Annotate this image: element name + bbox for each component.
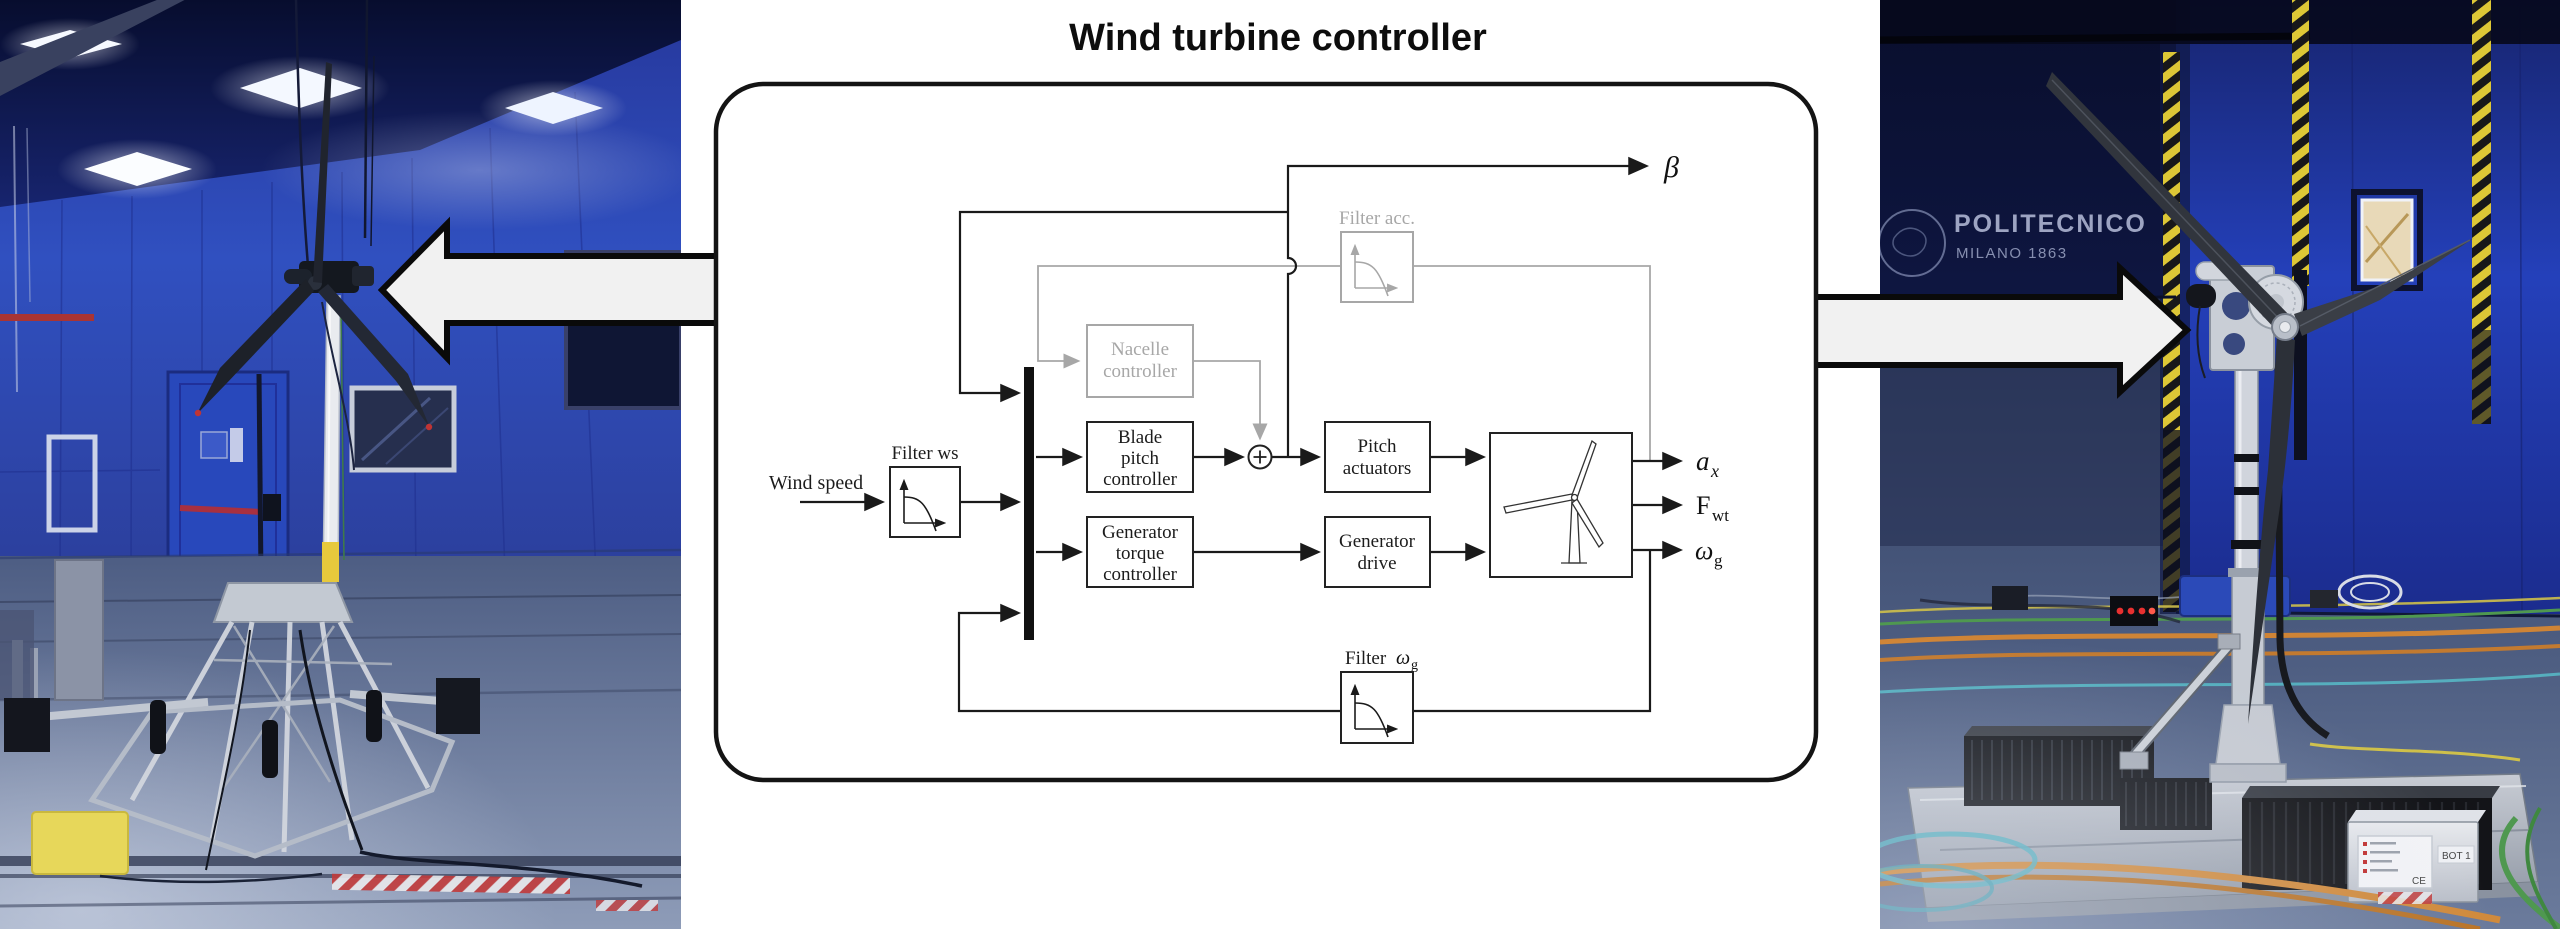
ax-label-base: a <box>1696 446 1710 476</box>
gen-drive-line1: Generator <box>1339 531 1416 552</box>
model-turbine-blades <box>194 62 433 431</box>
block-filter-ws: Filter ws <box>889 443 961 538</box>
filter-wg-sub: g <box>1411 658 1418 673</box>
lowpass-filter-icon <box>1350 243 1399 297</box>
top-beam-edge <box>1880 32 2311 44</box>
logo-text-politecnico: POLITECNICO <box>1954 210 2147 238</box>
filter-acc-label: Filter acc. <box>1339 208 1415 229</box>
sum-junction-icon <box>1247 444 1273 470</box>
acc-to-nacelle-line <box>1037 265 1341 369</box>
block-generator-drive: Generator drive <box>1324 516 1431 588</box>
block-pitch-actuators: Pitch actuators <box>1324 421 1431 493</box>
filter-wg-word: Filter <box>1345 648 1387 669</box>
photo-right-turbine-on-motion-base: POLITECNICO MILANO 1863 <box>1880 0 2560 929</box>
block-filter-acc: Filter acc. <box>1339 208 1415 303</box>
figure-title: Wind turbine controller <box>1069 17 1487 59</box>
blade-tip-marker <box>194 409 202 417</box>
hazard-tape-strip <box>596 900 658 911</box>
blade-pitch-line2: pitch <box>1121 448 1159 469</box>
wg-label-sub: g <box>1714 551 1723 570</box>
floor-haze <box>1880 560 2560 929</box>
flow-arrow-left-icon <box>377 216 720 366</box>
tower-yellow-band <box>322 542 339 582</box>
pitch-command-to-beta-line <box>1286 156 1650 457</box>
photo-left-wind-tunnel-turbine <box>0 0 681 929</box>
wg-feedback-line-b <box>957 603 1341 713</box>
lowpass-filter-icon <box>1350 683 1399 738</box>
inactive-nacelle-loop <box>1037 265 1651 461</box>
fwt-label-base: F <box>1696 491 1710 520</box>
gen-drive-line2: drive <box>1357 553 1396 574</box>
lowpass-filter-icon <box>899 478 947 532</box>
hazard-pole <box>2472 0 2491 424</box>
wind-speed-label: Wind speed <box>769 472 863 494</box>
nacelle-label-line2: controller <box>1103 361 1178 382</box>
fwt-label-sub: wt <box>1712 506 1729 525</box>
yellow-foam-pad <box>31 811 129 875</box>
blade-pitch-line1: Blade <box>1118 427 1162 448</box>
blade-tip-marker <box>425 423 433 431</box>
block-nacelle-controller: Nacelle controller <box>1086 324 1194 398</box>
wall-floor-junction <box>0 548 681 560</box>
red-pipe <box>0 314 94 321</box>
wg-label-base: ω <box>1695 536 1713 565</box>
hazard-tape-strip <box>332 873 570 894</box>
block-generator-torque-controller: Generator torque controller <box>1086 516 1194 588</box>
signal-wiring <box>800 156 1684 713</box>
wall-frame <box>46 434 98 533</box>
pitch-act-line1: Pitch <box>1357 436 1397 457</box>
measurement-bus-bar <box>1024 367 1034 640</box>
gen-torque-line1: Generator <box>1102 522 1179 543</box>
flow-arrow-right-icon <box>1812 261 2192 399</box>
logo-text-milano: MILANO 1863 <box>1956 245 2068 262</box>
ax-label-sub: x <box>1710 461 1719 481</box>
blade-pitch-line3: controller <box>1103 469 1178 490</box>
block-wind-turbine-plant <box>1489 432 1633 578</box>
nacelle-to-sum-line <box>1193 360 1268 441</box>
gen-torque-line3: controller <box>1103 564 1178 585</box>
beta-feedback-to-bus-line <box>958 210 1288 403</box>
hexapod-test-rig <box>4 582 480 871</box>
beta-label: β <box>1663 151 1679 184</box>
floor-cables <box>99 850 643 888</box>
block-blade-pitch-controller: Blade pitch controller <box>1086 421 1194 493</box>
politecnico-logo: POLITECNICO MILANO 1863 <box>1880 209 2147 277</box>
pitch-act-line2: actuators <box>1343 458 1412 479</box>
nacelle-label-line1: Nacelle <box>1111 339 1169 360</box>
filter-wg-symbol: ω <box>1396 647 1410 669</box>
block-filter-wg: Filter ω g <box>1340 647 1418 744</box>
acc-tap-line <box>1413 265 1651 461</box>
wind-turbine-icon <box>1503 439 1604 564</box>
filter-ws-label: Filter ws <box>891 443 958 464</box>
gen-torque-line2: torque <box>1116 543 1165 564</box>
hanging-cables <box>13 0 375 393</box>
output-labels: β a x F wt ω g <box>1663 151 1729 570</box>
wg-feedback-line-a <box>1413 550 1652 713</box>
ceiling-beam <box>0 0 185 96</box>
